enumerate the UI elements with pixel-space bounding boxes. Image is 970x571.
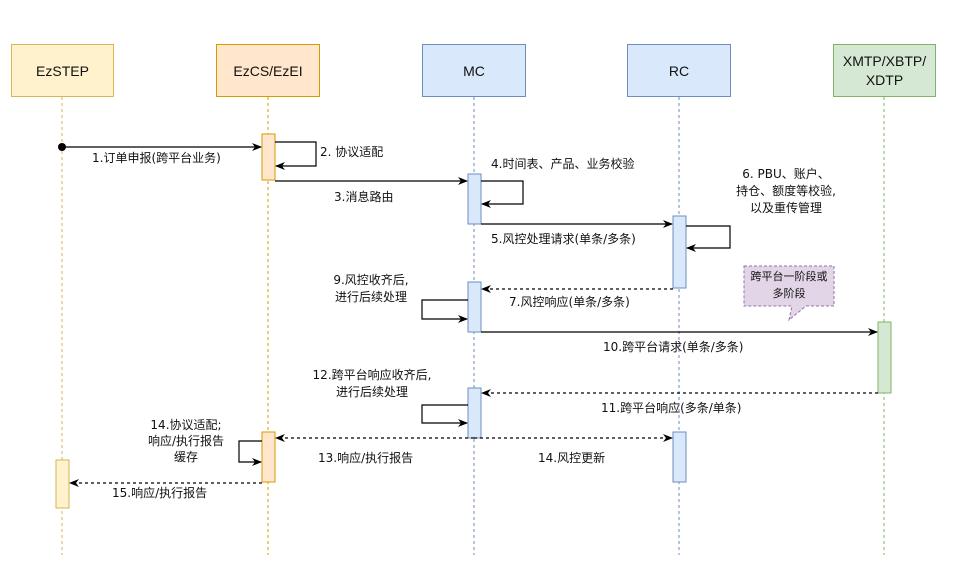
note-line2: 多阶段 <box>772 287 806 300</box>
message-4-self-loop <box>481 180 524 208</box>
message-2-label: 2. 协议适配 <box>320 145 384 159</box>
message-14a-label-line2: 响应/执行报告 <box>147 434 225 448</box>
message-12-label: 12.跨平台响应收齐后, 进行后续处理 <box>290 367 454 401</box>
message-14b-label: 14.风控更新 <box>538 451 606 465</box>
message-4-label: 4.时间表、产品、业务校验 <box>491 157 635 171</box>
participant-xmtp-label: XMTP/XBTP/ XDTP <box>842 52 927 88</box>
participant-ezstep-label: EzSTEP <box>36 62 89 79</box>
activation-mc-2 <box>467 281 482 333</box>
participant-rc-label: RC <box>668 62 690 79</box>
message-6-label-line3: 以及重传管理 <box>749 201 822 215</box>
activation-xmtp <box>877 321 892 394</box>
message-2-self-loop <box>275 141 317 170</box>
message-9-label-line1: 9.风控收齐后, <box>333 273 409 287</box>
message-12-label-line2: 进行后续处理 <box>335 385 408 399</box>
message-9-self-loop <box>421 299 468 323</box>
message-9-label: 9.风控收齐后, 进行后续处理 <box>318 272 424 306</box>
activation-rc-1 <box>672 215 687 289</box>
participant-ezstep: EzSTEP <box>11 44 114 97</box>
message-6-label-line2: 持仓、额度等校验, <box>736 184 836 198</box>
activation-rc-2 <box>672 431 687 483</box>
participant-xmtp: XMTP/XBTP/ XDTP <box>833 44 936 97</box>
message-13-label: 13.响应/执行报告 <box>318 451 414 465</box>
participant-mc: MC <box>422 44 526 97</box>
message-1-label: 1.订单申报(跨平台业务) <box>92 151 221 165</box>
message-3-label: 3.消息路由 <box>334 190 394 204</box>
participant-ezcs: EzCS/EzEI <box>216 44 320 97</box>
participant-ezcs-label: EzCS/EzEI <box>233 62 303 79</box>
note-line1: 跨平台一阶段或 <box>750 270 828 283</box>
message-5-label: 5.风控处理请求(单条/多条) <box>491 232 636 246</box>
activation-ezstep <box>55 459 70 509</box>
message-14a-label-line1: 14.协议适配; <box>150 418 222 432</box>
message-12-self-loop <box>421 404 468 427</box>
message-10-label: 10.跨平台请求(单条/多条) <box>603 340 744 354</box>
message-12-label-line1: 12.跨平台响应收齐后, <box>312 368 432 382</box>
activation-ezcs-2 <box>261 431 276 483</box>
activation-mc-1 <box>467 173 482 225</box>
participant-rc: RC <box>627 44 731 97</box>
message-9-label-line2: 进行后续处理 <box>334 290 407 304</box>
message-6-self-loop <box>686 225 731 252</box>
note-bubble-shape <box>743 265 835 322</box>
message-15-label: 15.响应/执行报告 <box>112 486 208 500</box>
message-7-label: 7.风控响应(单条/多条) <box>509 295 630 309</box>
message-11-label: 11.跨平台响应(多条/单条) <box>601 401 742 415</box>
message-14a-label-line3: 缓存 <box>173 450 198 464</box>
message-14a-label: 14.协议适配; 响应/执行报告 缓存 <box>134 417 238 465</box>
message-6-label-line1: 6. PBU、账户、 <box>742 167 830 181</box>
participant-mc-label: MC <box>463 62 485 79</box>
message-6-label: 6. PBU、账户、 持仓、额度等校验, 以及重传管理 <box>716 166 856 217</box>
note-cross-platform: 跨平台一阶段或 多阶段 <box>744 266 834 306</box>
activation-ezcs-1 <box>261 133 276 181</box>
activation-mc-3 <box>467 387 482 439</box>
message-14a-self-loop <box>238 440 262 466</box>
